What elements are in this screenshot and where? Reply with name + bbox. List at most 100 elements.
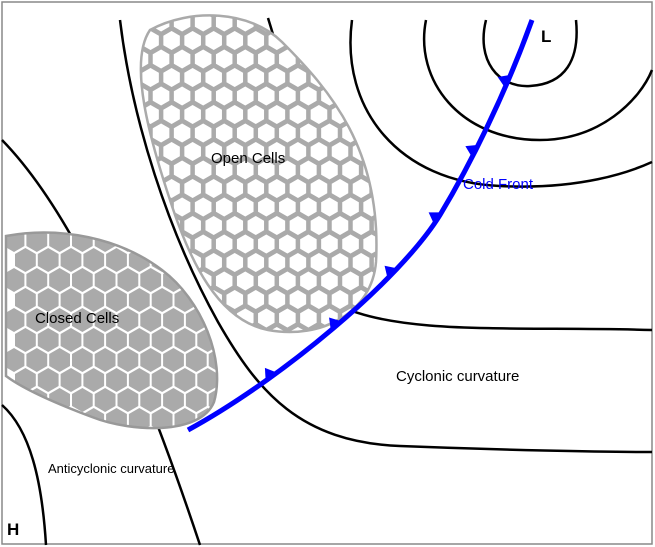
cell-hexagon	[6, 268, 25, 292]
cell-hexagon	[128, 328, 150, 352]
cell-hexagon	[339, 157, 362, 183]
cell-hexagon	[223, 287, 246, 312]
cell-hexagon	[297, 83, 320, 109]
cell-hexagon	[174, 328, 196, 352]
cell-hexagon	[266, 213, 288, 238]
cell-hexagon	[181, 65, 204, 90]
cell-hexagon	[171, 83, 193, 109]
cell-hexagon	[94, 348, 116, 372]
cell-hexagon	[171, 120, 193, 146]
cell-hexagon	[160, 65, 183, 90]
cell-hexagon	[117, 388, 139, 412]
cell-hexagon	[83, 288, 105, 312]
cell-hexagon	[371, 250, 377, 275]
cell-hexagon	[213, 120, 235, 146]
cell-hexagon	[181, 139, 204, 164]
cell-hexagon	[308, 139, 330, 164]
cell-hexagon	[160, 139, 183, 164]
cell-hexagon	[60, 368, 82, 392]
isobar	[1, 404, 48, 546]
cell-hexagon	[255, 46, 278, 72]
cell-hexagon	[117, 268, 139, 292]
cell-hexagon	[287, 65, 309, 90]
cell-hexagon	[140, 46, 151, 72]
cell-hexagon	[266, 139, 288, 164]
cell-hexagon	[15, 288, 36, 312]
cell-hexagon	[329, 287, 351, 312]
cell-hexagon	[223, 102, 246, 127]
cell-hexagon	[202, 28, 225, 53]
cell-hexagon	[234, 83, 257, 109]
cell-hexagon	[245, 213, 267, 238]
cell-hexagon	[213, 157, 235, 183]
cell-hexagon	[266, 287, 288, 312]
cell-hexagon	[128, 368, 150, 392]
cell-hexagon	[245, 28, 267, 53]
cell-hexagon	[234, 46, 257, 72]
cell-hexagon	[49, 268, 70, 292]
cell-hexagon	[371, 213, 377, 238]
cell-hexagon	[94, 388, 116, 412]
high-pressure-label: H	[7, 520, 19, 539]
cyclonic-curvature-label: Cyclonic curvature	[396, 368, 519, 385]
cell-hexagon	[350, 250, 372, 275]
cell-hexagon	[49, 348, 70, 372]
cell-hexagon	[213, 83, 235, 109]
cell-hexagon	[297, 194, 320, 220]
cell-hexagon	[234, 194, 257, 220]
cell-hexagon	[37, 368, 59, 392]
cell-hexagon	[192, 157, 214, 183]
cell-hexagon	[181, 213, 204, 238]
cell-hexagon	[223, 65, 246, 90]
cell-hexagon	[151, 328, 173, 352]
closed-cells-label: Closed Cells	[35, 310, 119, 327]
cell-hexagon	[213, 194, 235, 220]
cell-hexagon	[223, 28, 246, 53]
cell-hexagon	[213, 268, 235, 294]
cell-hexagon	[297, 157, 320, 183]
cold-front-triangle	[497, 74, 511, 88]
cell-hexagon	[192, 120, 214, 146]
open-cells-label: Open Cells	[211, 150, 285, 167]
cell-hexagon	[150, 46, 172, 72]
cold-front-label: Cold Front	[463, 176, 534, 193]
cell-hexagon	[151, 288, 173, 312]
cell-hexagon	[329, 213, 351, 238]
cell-hexagon	[192, 46, 214, 72]
cell-hexagon	[202, 213, 225, 238]
cell-hexagon	[140, 308, 162, 332]
cell-hexagon	[255, 120, 278, 146]
cell-hexagon	[297, 231, 320, 257]
cell-hexagon	[276, 120, 299, 146]
cell-hexagon	[60, 328, 82, 352]
cell-hexagon	[202, 65, 225, 90]
anticyclonic-curvature-label: Anticyclonic curvature	[48, 461, 174, 476]
cell-hexagon	[163, 388, 184, 412]
cell-hexagon	[329, 250, 351, 275]
cell-hexagon	[329, 139, 351, 164]
cell-hexagon	[106, 288, 127, 312]
cell-hexagon	[192, 194, 214, 220]
cell-hexagon	[26, 308, 48, 332]
cell-hexagon	[202, 139, 225, 164]
cell-hexagon	[140, 348, 162, 372]
isobar	[422, 19, 654, 142]
cell-hexagon	[72, 388, 93, 412]
cell-hexagon	[266, 102, 288, 127]
cell-hexagon	[350, 213, 372, 238]
cell-hexagon	[245, 65, 267, 90]
cell-hexagon	[185, 348, 207, 372]
cell-hexagon	[287, 213, 309, 238]
cell-hexagon	[83, 368, 105, 392]
cell-hexagon	[287, 139, 309, 164]
cell-hexagon	[117, 348, 139, 372]
cell-hexagon	[160, 102, 183, 127]
cell-hexagon	[308, 102, 330, 127]
cell-hexagon	[181, 102, 204, 127]
cell-hexagon	[223, 139, 246, 164]
cell-hexagon	[106, 368, 127, 392]
cell-hexagon	[339, 231, 362, 257]
cell-hexagon	[83, 248, 105, 272]
